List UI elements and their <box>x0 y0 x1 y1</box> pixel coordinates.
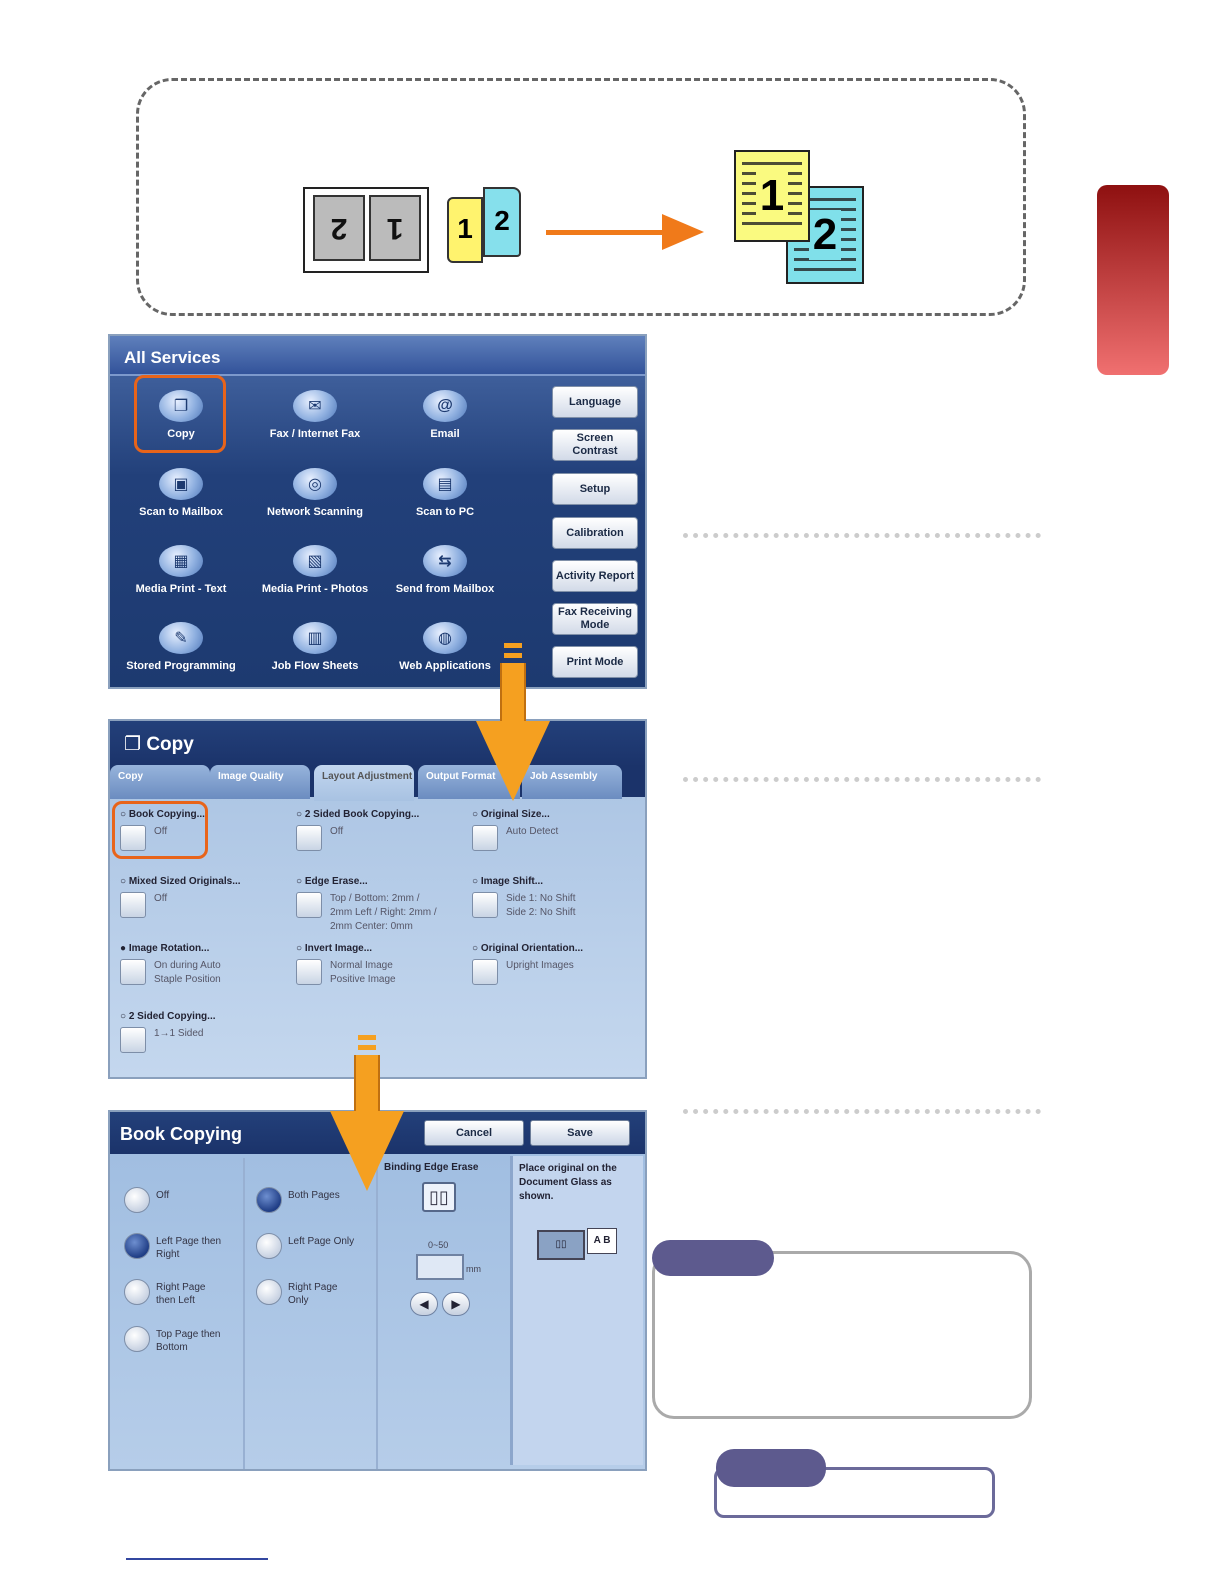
edge-erase-option[interactable]: Edge Erase...Top / Bottom: 2mm / 2mm Lef… <box>296 876 466 936</box>
copy-icon: ❐ <box>124 734 147 755</box>
calibration-button[interactable]: Calibration <box>552 517 638 549</box>
open-book-illustration: 1 2 <box>447 185 523 269</box>
service-stored-programming[interactable]: ✎Stored Programming <box>116 622 246 672</box>
activity-report-button[interactable]: Activity Report <box>552 560 638 592</box>
separator <box>683 1109 1041 1114</box>
invert-image-option[interactable]: Invert Image...Normal Image Positive Ima… <box>296 943 466 993</box>
service-media-print-photos[interactable]: ▧Media Print - Photos <box>250 545 380 595</box>
separator <box>683 777 1041 782</box>
document-glass-icon: ▯▯ <box>537 1230 585 1260</box>
service-media-print-text[interactable]: ▦Media Print - Text <box>116 545 246 595</box>
triangle-left-icon: ◀ <box>419 1297 429 1311</box>
service-web-applications[interactable]: ◍Web Applications <box>380 622 510 672</box>
cancel-button[interactable]: Cancel <box>424 1120 524 1146</box>
range-label: 0~50 <box>428 1240 449 1250</box>
reference-box <box>714 1467 995 1518</box>
open-book-page-1: 1 <box>447 197 483 263</box>
service-job-flow-sheets[interactable]: ▥Job Flow Sheets <box>250 622 380 672</box>
print-mode-button[interactable]: Print Mode <box>552 646 638 678</box>
send-mailbox-icon: ⇆ <box>423 545 467 577</box>
mailbox-icon: ▣ <box>159 468 203 500</box>
copy-highlight <box>134 375 226 453</box>
screen-contrast-button[interactable]: Screen Contrast <box>552 429 638 461</box>
service-copy[interactable]: ❐Copy <box>116 390 246 440</box>
separator <box>683 533 1041 538</box>
fax-icon: ✉ <box>293 390 337 422</box>
stored-program-icon: ✎ <box>159 622 203 654</box>
increase-button[interactable]: ▶ <box>442 1292 470 1316</box>
job-flow-icon: ▥ <box>293 622 337 654</box>
note-tab <box>652 1240 774 1276</box>
service-fax[interactable]: ✉Fax / Internet Fax <box>250 390 380 440</box>
pc-icon: ▤ <box>423 468 467 500</box>
tab-layout-adjustment[interactable]: Layout Adjustment <box>314 765 414 801</box>
service-scan-to-mailbox[interactable]: ▣Scan to Mailbox <box>116 468 246 518</box>
original-size-option[interactable]: Original Size...Auto Detect <box>472 809 642 855</box>
illustration-frame <box>136 78 1026 316</box>
fax-receiving-mode-button[interactable]: Fax Receiving Mode <box>552 603 638 635</box>
binding-edge-erase-label: Binding Edge Erase <box>384 1162 479 1173</box>
copy-tabs: Copy Image Quality Layout Adjustment Out… <box>110 765 645 801</box>
two-sided-copying-option[interactable]: 2 Sided Copying...1→1 Sided <box>120 1011 290 1061</box>
triangle-right-icon: ▶ <box>451 1297 461 1311</box>
book-copying-option[interactable]: Book Copying...Off <box>120 809 290 855</box>
decrease-button[interactable]: ◀ <box>410 1292 438 1316</box>
footer-rule <box>126 1558 268 1560</box>
instruction-panel: Place original on the Document Glass as … <box>510 1156 643 1465</box>
instruction-text: Place original on the Document Glass as … <box>519 1163 617 1202</box>
output-document-1: 1 <box>734 150 810 242</box>
book-copying-highlight <box>112 801 208 859</box>
down-arrow-icon <box>476 643 550 803</box>
email-icon: @ <box>423 390 467 422</box>
original-orientation-option[interactable]: Original Orientation...Upright Images <box>472 943 642 993</box>
book-page-right: 1 <box>369 195 421 261</box>
network-icon: ◎ <box>293 468 337 500</box>
copy-icon: ❐ <box>159 390 203 422</box>
web-icon: ◍ <box>423 622 467 654</box>
language-button[interactable]: Language <box>552 386 638 418</box>
open-book-icon: ▯▯ <box>422 1182 456 1212</box>
note-box <box>652 1251 1032 1419</box>
service-send-from-mailbox[interactable]: ⇆Send from Mailbox <box>380 545 510 595</box>
two-sided-book-copying-option[interactable]: 2 Sided Book Copying...Off <box>296 809 466 855</box>
copy-screen: ❐ Copy Copy Image Quality Layout Adjustm… <box>108 719 647 1079</box>
tab-image-quality[interactable]: Image Quality <box>210 765 310 799</box>
image-rotation-option[interactable]: Image Rotation...On during Auto Staple P… <box>120 943 290 993</box>
right-arrow-icon <box>546 230 666 235</box>
book-original-illustration: 2 1 <box>303 187 429 273</box>
media-text-icon: ▦ <box>159 545 203 577</box>
section-tab <box>1097 185 1169 375</box>
service-network-scanning[interactable]: ◎Network Scanning <box>250 468 380 518</box>
copy-title: ❐ Copy <box>110 721 645 767</box>
all-services-title: All Services <box>110 336 645 376</box>
setup-button[interactable]: Setup <box>552 473 638 505</box>
save-button[interactable]: Save <box>530 1120 630 1146</box>
media-photo-icon: ▧ <box>293 545 337 577</box>
down-arrow-icon <box>330 1035 404 1193</box>
right-arrow-head-icon <box>662 214 704 250</box>
book-diagram: A B <box>587 1228 617 1254</box>
mixed-sized-originals-option[interactable]: Mixed Sized Originals...Off <box>120 876 290 936</box>
book-page-left: 2 <box>313 195 365 261</box>
all-services-screen: All Services ❐Copy ✉Fax / Internet Fax @… <box>108 334 647 689</box>
erase-amount-input[interactable] <box>416 1254 464 1280</box>
tab-copy[interactable]: Copy <box>110 765 210 799</box>
service-scan-to-pc[interactable]: ▤Scan to PC <box>380 468 510 518</box>
service-email[interactable]: @Email <box>380 390 510 440</box>
unit-label: mm <box>466 1264 481 1274</box>
reference-tab <box>716 1449 826 1487</box>
open-book-page-2: 2 <box>483 187 521 257</box>
image-shift-option[interactable]: Image Shift...Side 1: No Shift Side 2: N… <box>472 876 642 936</box>
